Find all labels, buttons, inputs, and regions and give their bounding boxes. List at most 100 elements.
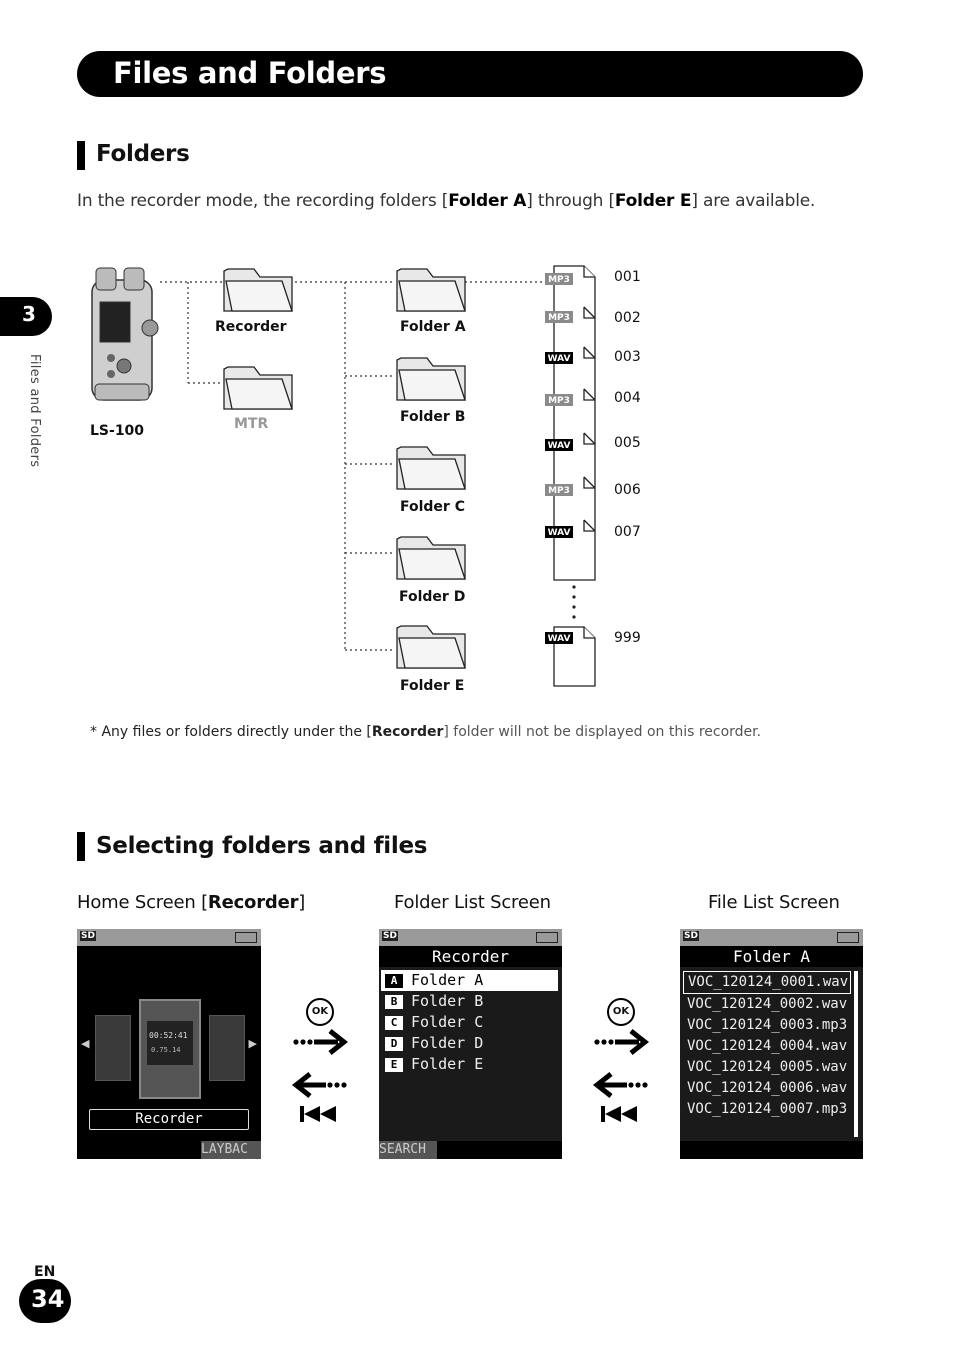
file-list-item[interactable]: VOC_120124_0003.mp3 (687, 1017, 848, 1033)
mp3-badge (545, 484, 573, 496)
section-marker (77, 141, 85, 170)
recorder-button[interactable]: Recorder (89, 1109, 249, 1130)
folder-list-header: Recorder (379, 946, 562, 967)
folder-item-label: Folder A (411, 971, 484, 989)
title-bar (77, 51, 863, 97)
file-list-item[interactable]: VOC_120124_0004.wav (687, 1038, 848, 1054)
back-arrow-icon (292, 1072, 347, 1098)
folder-a-label: Folder A (400, 319, 466, 335)
section-select-heading: Selecting folders and files (96, 833, 428, 859)
mini-display-level: 0.75.14 (151, 1046, 181, 1054)
file-list-screen: SD Folder A VOC_120124_0001.wav VOC_1201… (680, 929, 863, 1159)
search-softkey[interactable]: SEARCH (379, 1141, 437, 1159)
file-number: 999 (614, 630, 641, 646)
folder-letter-icon: D (385, 1036, 403, 1051)
playback-softkey[interactable]: LAYBAC (201, 1141, 261, 1159)
folder-tree-diagram: MP3 MP3 WAV MP3 WAV MP3 WAV WAV (91, 265, 596, 687)
file-list-item[interactable]: VOC_120124_0005.wav (687, 1059, 848, 1075)
page-title: Files and Folders (113, 56, 387, 90)
folder-item-label: Folder C (411, 1013, 484, 1031)
mp3-badge-text: MP3 (548, 486, 570, 496)
navigation-arrows (593, 1029, 649, 1122)
folder-item-label: Folder D (411, 1034, 484, 1052)
file-number: 005 (614, 435, 641, 451)
footnote: * Any files or folders directly under th… (90, 724, 762, 740)
battery-icon (235, 932, 257, 943)
recorder-folder-label: Recorder (215, 319, 287, 335)
file-number: 006 (614, 482, 641, 498)
device-label: LS-100 (90, 423, 145, 439)
right-arrow-icon[interactable]: ▶ (248, 1037, 257, 1050)
battery-icon (536, 932, 558, 943)
mp3-badge (545, 273, 573, 285)
chapter-label: Files and Folders (27, 354, 42, 468)
folder-icon (396, 536, 466, 580)
softkey-bar (680, 1141, 863, 1159)
file-list-item[interactable]: VOC_120124_0007.mp3 (687, 1101, 848, 1117)
status-bar: SD (379, 929, 562, 946)
file-list-screen-label: File List Screen (708, 892, 840, 913)
folder-letter-icon: B (385, 994, 403, 1009)
file-number: 004 (614, 390, 641, 406)
folders-intro: In the recorder mode, the recording fold… (77, 191, 816, 211)
folder-b-label: Folder B (400, 409, 466, 425)
forward-arrow-icon (594, 1029, 649, 1055)
mtr-folder-label: MTR (234, 416, 269, 432)
wav-badge-text: WAV (548, 441, 571, 451)
mini-display: 00:52:41 0.75.14 (147, 1021, 193, 1065)
folder-list-item[interactable]: A Folder A (381, 970, 558, 991)
chapter-number: 3 (22, 302, 36, 326)
file-list-item[interactable]: VOC_120124_0002.wav (687, 996, 848, 1012)
sd-card-icon: SD (382, 931, 398, 941)
file-number: 002 (614, 310, 641, 326)
file-list-item[interactable]: VOC_120124_0001.wav (683, 971, 851, 994)
page-number: 34 (31, 1285, 65, 1313)
recorder-carousel-icon[interactable]: 00:52:41 0.75.14 (139, 999, 201, 1099)
file-number: 007 (614, 524, 641, 540)
folder-list-item[interactable]: D Folder D (381, 1033, 558, 1054)
wav-badge-text: WAV (548, 354, 571, 364)
sd-card-icon: SD (683, 931, 699, 941)
wav-badge-text: WAV (548, 634, 571, 644)
connector-lines (160, 281, 545, 651)
left-arrow-icon[interactable]: ◀ (81, 1037, 90, 1050)
file-list-item[interactable]: VOC_120124_0006.wav (687, 1080, 848, 1096)
section-marker (77, 832, 85, 861)
folder-item-label: Folder B (411, 992, 484, 1010)
mp3-badge-text: MP3 (548, 313, 570, 323)
folder-list-item[interactable]: B Folder B (381, 991, 558, 1012)
mp3-badge (545, 311, 573, 323)
navigation-arrows (292, 1029, 348, 1122)
file-number: 001 (614, 269, 641, 285)
folder-c-label: Folder C (400, 499, 465, 515)
mp3-badge (545, 394, 573, 406)
page-number-badge (19, 1279, 71, 1323)
chapter-tab (0, 297, 52, 336)
folder-d-label: Folder D (399, 589, 466, 605)
file-list: VOC_120124_0001.wav VOC_120124_0002.wav … (683, 971, 851, 1120)
folder-icon (223, 268, 293, 312)
folder-icon (396, 625, 466, 669)
file-number: 003 (614, 349, 641, 365)
wav-badge (545, 439, 573, 451)
folder-letter-icon: E (385, 1057, 403, 1072)
scrollbar[interactable] (854, 971, 858, 1137)
status-bar: SD (680, 929, 863, 946)
folder-list-screen-label: Folder List Screen (394, 892, 551, 913)
home-screen: SD ◀ ▶ 00:52:41 0.75.14 Recorder LAYBAC (77, 929, 261, 1159)
file-list-header: Folder A (680, 946, 863, 967)
folder-icon (396, 446, 466, 490)
softkey-bar: SEARCH (379, 1141, 562, 1159)
left-carousel-thumb (95, 1015, 131, 1081)
previous-track-icon (300, 1106, 336, 1122)
language-label: EN (34, 1264, 56, 1280)
ok-button-icon: OK (607, 998, 635, 1026)
folder-letter-icon: A (385, 973, 403, 988)
forward-arrow-icon (293, 1029, 348, 1055)
ellipsis-dots (572, 585, 576, 619)
file-stack-icons (553, 265, 596, 687)
